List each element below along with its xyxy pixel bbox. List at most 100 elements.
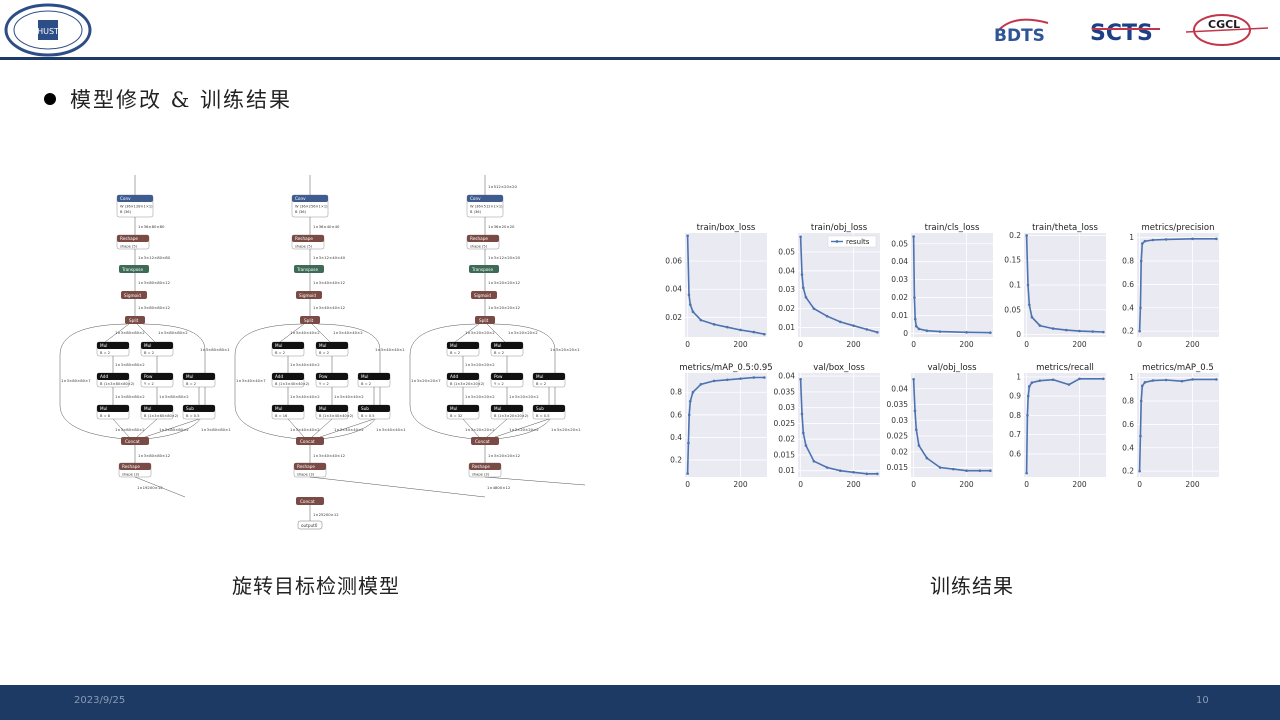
branch1-e1: 1×36×40×40	[313, 224, 340, 229]
branch1-reshape-label: Reshape	[295, 236, 313, 241]
y-tick-label: 0.9	[1009, 392, 1021, 401]
data-point	[965, 331, 968, 334]
branch1-edge10	[287, 418, 305, 438]
data-point	[1065, 328, 1068, 332]
data-point	[687, 441, 690, 445]
y-tick-label: 0.6	[1122, 280, 1134, 289]
branch0-a2: 1×3×80×80×2	[159, 394, 189, 399]
x-tick-label: 0	[1024, 480, 1029, 489]
branch2-edge12	[494, 418, 550, 438]
branch0-pow-label: Pow	[144, 374, 153, 379]
branch1-pow-header	[316, 373, 348, 380]
series-line	[1025, 378, 1104, 474]
x-tick-label: 0	[798, 480, 803, 489]
branch0-transpose	[119, 265, 149, 273]
branch1-e2: 1×3×12×40×40	[313, 255, 346, 260]
y-tick-label: 0.8	[670, 388, 682, 397]
data-point	[825, 314, 829, 318]
branch1-sigmoid	[296, 291, 322, 299]
branch1-reshape-attr: shape (5)	[295, 245, 313, 249]
chart-title: train/obj_loss	[811, 223, 868, 233]
branch1-reshape2-header	[294, 463, 326, 470]
branch0-c3: 1×3×80×80×1	[201, 427, 231, 432]
branch2-sub-header	[533, 405, 565, 412]
branch2-add-attr: B (1×3×20×20×2)	[450, 382, 485, 386]
branch0-out-edge	[134, 476, 186, 498]
data-point	[686, 234, 689, 238]
branch1-sub-attr: B = 0.5	[361, 414, 374, 418]
branch2-pow-header	[491, 373, 523, 380]
branch0-sub-attr: B = 0.5	[186, 414, 199, 418]
y-tick-label: 0.06	[665, 257, 682, 266]
page-number: 10	[1196, 695, 1209, 706]
y-tick-label: 1	[1129, 233, 1134, 242]
branch2-c1: 1×3×20×20×2	[465, 427, 495, 432]
y-tick-label: 0.04	[778, 372, 795, 381]
data-point	[1143, 239, 1147, 243]
branch2-transpose-label: Transpose	[471, 267, 493, 272]
x-tick-label: 0	[685, 480, 690, 489]
branch1-reshape2-label: Reshape	[297, 464, 315, 469]
branch1-mul5-attr: B (1×3×40×40×2)	[319, 414, 354, 418]
branch2-split-label: Split	[479, 318, 489, 323]
branch1-split-e1	[279, 323, 305, 343]
data-point	[799, 235, 802, 239]
branch2-reshape2-attr: shape (3)	[472, 473, 490, 477]
data-point	[1143, 381, 1147, 384]
data-point	[965, 469, 968, 472]
data-point	[812, 459, 816, 463]
series-line	[799, 379, 878, 475]
branch1-add-attr: B (1×3×40×40×2)	[275, 382, 310, 386]
y-tick-label: 0.8	[1009, 411, 1021, 420]
chart-panel	[798, 233, 880, 337]
branch2-conv-attr2: B (36)	[470, 210, 482, 214]
y-tick-label: 0.03	[778, 403, 795, 412]
y-tick-label: 0.025	[887, 432, 909, 441]
branch1-sub-header	[358, 405, 390, 412]
branch2-sub-attr: B = 0.5	[536, 414, 549, 418]
x-tick-label: 0	[1137, 480, 1142, 489]
x-tick-label: 200	[1185, 340, 1200, 349]
x-tick-label: 0	[1137, 340, 1142, 349]
branch0-mul2-attr: B = 2	[144, 351, 154, 355]
branch0-mul3-header	[183, 373, 215, 380]
y-tick-label: 0.01	[778, 323, 795, 332]
branch0-mul5-header	[141, 405, 173, 412]
branch1-mul1-attr: B = 2	[275, 351, 285, 355]
branch2-reshape-header	[467, 235, 499, 242]
branch0-edge11	[136, 418, 158, 438]
branch2-mul4-attr: B = 32	[450, 414, 462, 418]
branch0-s2: 1×3×80×80×2	[158, 330, 188, 335]
branch0-mul5-attr: B (1×3×80×80×2)	[144, 414, 179, 418]
data-point	[699, 318, 703, 322]
branch0-mul4-label: Mul	[100, 406, 107, 411]
branch0-mul3-label: Mul	[186, 374, 193, 379]
series-line	[686, 235, 765, 335]
branch1-m2: 1×3×40×40×2	[290, 362, 320, 367]
branch2-out-edge	[484, 476, 585, 486]
branch2-mul3-attr: B = 2	[536, 382, 546, 386]
data-point	[914, 324, 918, 328]
data-point	[1026, 283, 1030, 287]
data-point	[1030, 315, 1034, 319]
data-point	[1102, 377, 1105, 381]
branch0-mul1-attr: B = 2	[100, 351, 110, 355]
chart-title: train/theta_loss	[1032, 223, 1098, 233]
data-point	[687, 413, 691, 417]
x-tick-label: 200	[1072, 480, 1087, 489]
data-point	[876, 472, 879, 476]
branch1-c3: 1×3×40×40×1	[376, 427, 406, 432]
branch1-mul5-header	[316, 405, 348, 412]
data-point	[825, 466, 829, 469]
branch1-split-e2	[311, 323, 331, 343]
branch2-mul3-label: Mul	[536, 374, 543, 379]
chart-title: metrics/mAP_0.5	[1142, 363, 1214, 373]
data-point	[687, 293, 691, 297]
branch0-pow-header	[141, 373, 173, 380]
data-point	[1051, 378, 1055, 382]
branch0-a1: 1×3×80×80×2	[115, 394, 145, 399]
data-point	[1139, 259, 1143, 263]
data-point	[1139, 306, 1142, 310]
svg-text:HUST: HUST	[37, 27, 59, 36]
